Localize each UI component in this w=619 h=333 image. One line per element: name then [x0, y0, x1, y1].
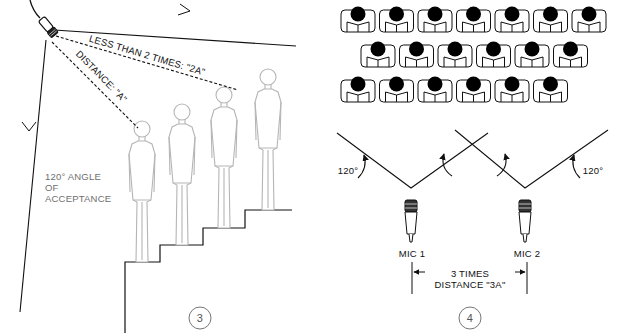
audience-member: [457, 7, 491, 33]
stairs: [125, 210, 292, 333]
figure-number-circles: [189, 307, 481, 329]
figure-number: 3: [197, 312, 203, 325]
audience-member: [380, 7, 414, 33]
audience-member: [400, 42, 434, 68]
audience-member: [534, 7, 568, 33]
audience-member: [341, 77, 375, 103]
audience-member: [534, 77, 568, 103]
audience-member: [554, 42, 588, 68]
mic-label: MIC 2: [514, 249, 540, 260]
audience-member: [438, 42, 472, 68]
audience: [341, 7, 606, 103]
distance-note: LESS THAN 2 TIMES: "2A": [88, 34, 206, 79]
mic-label: MIC 1: [399, 249, 425, 260]
singers: [129, 69, 281, 262]
audience-member: [495, 77, 529, 103]
pickup-lines: [20, 0, 296, 312]
singer-figure: [169, 104, 195, 245]
angle-note: 120° ANGLE OF ACCEPTANCE: [45, 172, 115, 205]
dimension-label: 3 TIMES DISTANCE "3A": [425, 268, 515, 292]
audience-member: [418, 77, 452, 103]
audience-member: [572, 7, 606, 33]
audience-member: [418, 7, 452, 33]
figure-number: 4: [467, 312, 473, 325]
overhead-mic: [38, 16, 58, 38]
audience-member: [495, 7, 529, 33]
audience-member: [341, 7, 375, 33]
distance-label: DISTANCE: "A": [73, 49, 129, 105]
audience-member: [477, 42, 511, 68]
audience-member: [457, 77, 491, 103]
pickup-patterns: [337, 130, 608, 188]
singer-figure: [255, 69, 281, 210]
audience-member: [380, 77, 414, 103]
angle-label: 120°: [338, 166, 358, 177]
dimension-line: [412, 262, 527, 294]
singer-figure: [129, 121, 155, 262]
angle-label: 120°: [583, 166, 603, 177]
singer-figure: [211, 87, 237, 228]
audience-member: [361, 42, 395, 68]
audience-member: [515, 42, 549, 68]
choir-mics: [405, 200, 531, 242]
